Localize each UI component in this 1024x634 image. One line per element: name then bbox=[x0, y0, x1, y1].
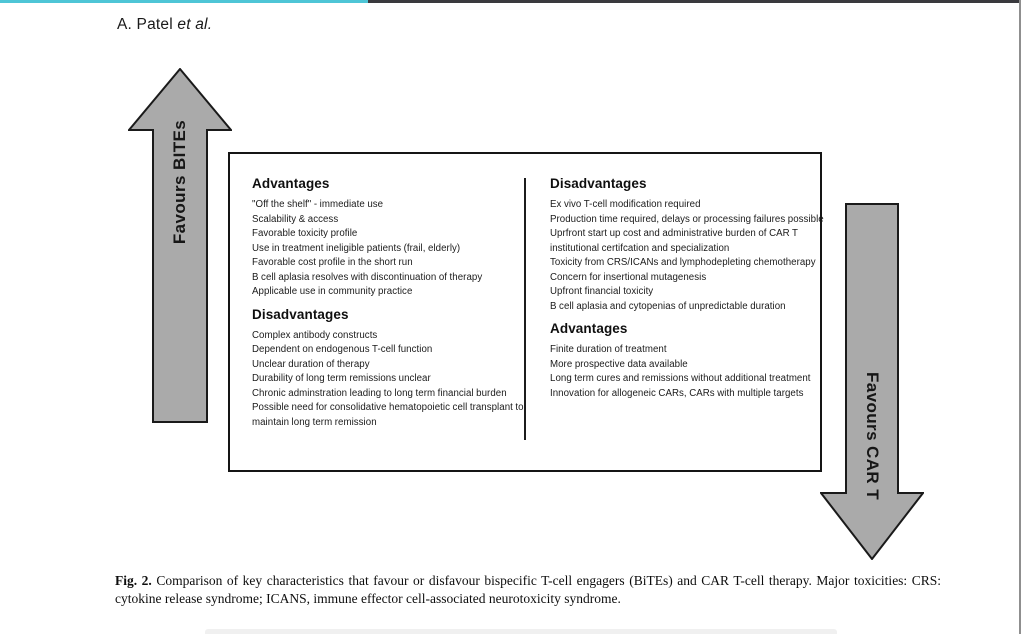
figure-caption-text: Comparison of key characteristics that f… bbox=[115, 573, 941, 606]
bites-advantage-item: "Off the shelf" - immediate use bbox=[252, 199, 384, 210]
cart-advantage-item: Finite duration of treatment bbox=[550, 344, 667, 355]
figure-caption-label: Fig. 2. bbox=[115, 573, 152, 588]
cart-disadvantage-item: Uprfront start up cost and administrativ… bbox=[550, 228, 798, 254]
cart-disadvantage-item: Ex vivo T-cell modification required bbox=[550, 199, 701, 210]
bites-disadvantages-section: Disadvantages Complex antibody construct… bbox=[252, 307, 526, 431]
bites-advantage-item: Favorable cost profile in the short run bbox=[252, 257, 413, 268]
cart-disadvantage-item: B cell aplasia and cytopenias of unpredi… bbox=[550, 300, 786, 312]
bites-advantage-item: Scalability & access bbox=[252, 213, 339, 225]
cart-disadvantages-heading: Disadvantages bbox=[550, 176, 647, 191]
bites-disadvantages-heading: Disadvantages bbox=[252, 306, 349, 322]
cart-disadvantage-item: Toxicity from CRS/ICANs and lymphodeplet… bbox=[550, 257, 816, 268]
bites-disadvantage-item: Durability of long term remissions uncle… bbox=[252, 373, 431, 384]
running-head-etal: et al. bbox=[177, 16, 213, 33]
favours-cart-label: Favours CAR T bbox=[863, 372, 882, 500]
favours-bites-arrow: Favours BITEs bbox=[128, 68, 232, 423]
next-page-top-edge bbox=[205, 629, 837, 634]
top-window-bar bbox=[368, 0, 1020, 3]
cart-advantage-item: Innovation for allogeneic CARs, CARs wit… bbox=[550, 387, 804, 399]
top-accent-bar bbox=[0, 0, 368, 3]
bites-advantages-heading: Advantages bbox=[252, 176, 330, 191]
running-head: A. Patel et al. bbox=[117, 16, 212, 34]
bites-disadvantage-item: Unclear duration of therapy bbox=[252, 358, 370, 370]
bites-disadvantage-item: Complex antibody constructs bbox=[252, 329, 378, 341]
up-arrow-shape bbox=[128, 68, 232, 423]
cart-column: Disadvantages Ex vivo T-cell modificatio… bbox=[550, 176, 824, 401]
window-right-border bbox=[1019, 0, 1021, 634]
bites-advantage-item: Applicable use in community practice bbox=[252, 286, 413, 297]
down-arrow-shape bbox=[820, 203, 924, 560]
running-head-authors: A. Patel bbox=[117, 16, 178, 33]
bites-disadvantage-item: Possible need for consolidative hematopo… bbox=[252, 402, 524, 428]
cart-advantages-heading: Advantages bbox=[550, 321, 628, 336]
bites-column: Advantages "Off the shelf" - immediate u… bbox=[252, 176, 526, 430]
bites-advantage-item: Favorable toxicity profile bbox=[252, 228, 358, 239]
bites-disadvantage-item: Chronic adminstration leading to long te… bbox=[252, 387, 507, 399]
bites-advantage-item: Use in treatment ineligible patients (fr… bbox=[252, 242, 461, 254]
cart-disadvantage-item: Upfront financial toxicity bbox=[550, 286, 654, 297]
down-arrow-icon bbox=[820, 203, 924, 560]
favours-cart-arrow: Favours CAR T bbox=[820, 203, 924, 560]
column-divider bbox=[524, 178, 526, 440]
cart-advantage-item: More prospective data available bbox=[550, 358, 688, 370]
cart-disadvantage-item: Concern for insertional mutagenesis bbox=[550, 271, 707, 283]
comparison-box: Advantages "Off the shelf" - immediate u… bbox=[228, 152, 824, 472]
up-arrow-icon bbox=[128, 68, 232, 423]
favours-bites-label: Favours BITEs bbox=[170, 119, 189, 245]
bites-advantage-item: B cell aplasia resolves with discontinua… bbox=[252, 271, 483, 283]
cart-advantage-item: Long term cures and remissions without a… bbox=[550, 373, 811, 384]
bites-advantages-section: Advantages "Off the shelf" - immediate u… bbox=[252, 176, 526, 300]
bites-disadvantage-item: Dependent on endogenous T-cell function bbox=[252, 344, 433, 355]
figure-caption: Fig. 2. Comparison of key characteristic… bbox=[115, 572, 941, 607]
cart-disadvantages-section: Disadvantages Ex vivo T-cell modificatio… bbox=[550, 176, 824, 314]
cart-disadvantage-item: Production time required, delays or proc… bbox=[550, 213, 824, 225]
